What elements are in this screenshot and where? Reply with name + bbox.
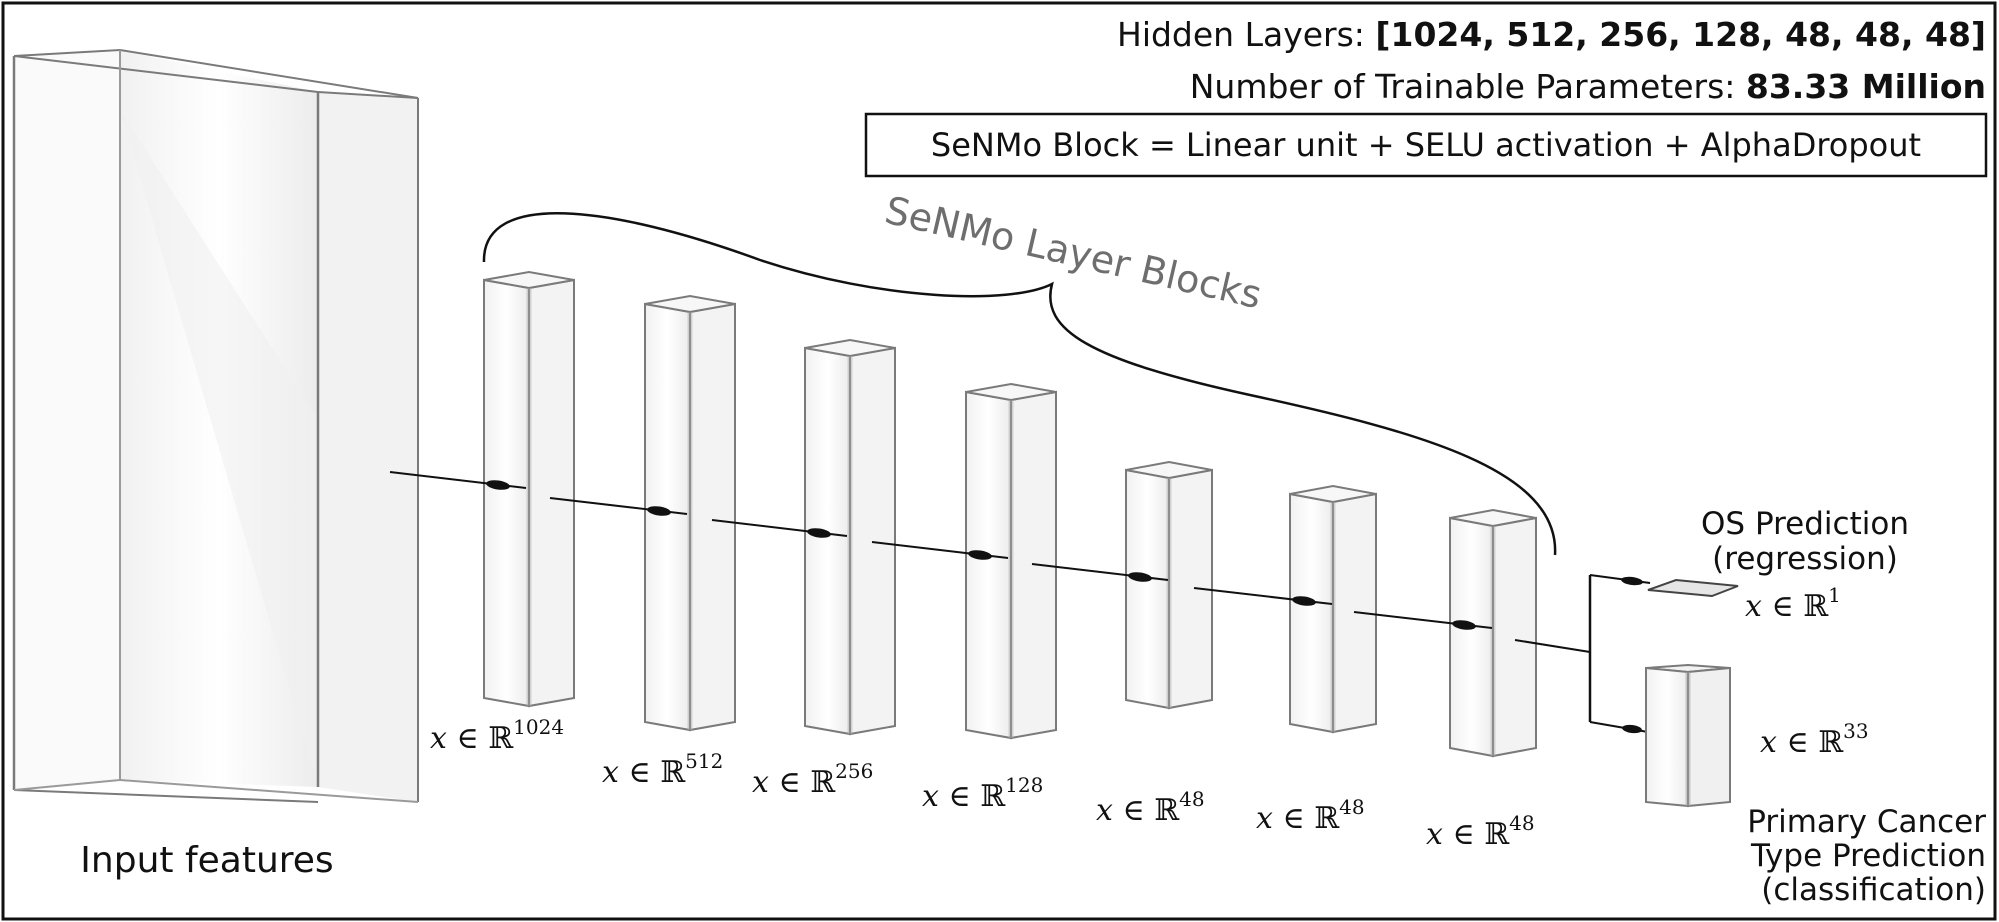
layer-blocks-title: SeNMo Layer Blocks: [881, 188, 1266, 317]
hidden-layers-line: Hidden Layers: [1024, 512, 256, 128, 48,…: [1117, 15, 1986, 54]
hidden-layer-block: [965, 382, 1057, 740]
hidden-layer-block: [1125, 460, 1213, 710]
layer-connector: [711, 519, 848, 538]
input-features-block: [12, 48, 419, 803]
os-title: OS Prediction: [1701, 506, 1909, 542]
params-line: Number of Trainable Parameters: 83.33 Mi…: [1190, 67, 1986, 106]
os-dimension: x ∈ ℝ1: [1745, 583, 1841, 624]
layer-dimension-label: x ∈ ℝ512: [602, 749, 723, 790]
params-value: 83.33 Million: [1746, 67, 1986, 106]
hidden-layer-block: [1289, 484, 1377, 734]
hidden-layer-block: [804, 338, 896, 736]
layer-connector: [1353, 611, 1493, 630]
cancer-dimension: x ∈ ℝ33: [1760, 719, 1869, 760]
layer-connector: [1031, 563, 1169, 582]
layer-dimension-labels: x ∈ ℝ1024 x ∈ ℝ512 x ∈ ℝ256 x ∈ ℝ128 x ∈ ℝ48…: [430, 715, 1535, 852]
params-label: Number of Trainable Parameters:: [1190, 67, 1746, 106]
cancer-title: Primary Cancer: [1747, 804, 1986, 840]
os-output-node: [1647, 578, 1739, 598]
layer-dimension-label: x ∈ ℝ1024: [430, 715, 564, 756]
layer-connector: [549, 497, 688, 516]
layer-dimension-label: x ∈ ℝ48: [1426, 811, 1535, 852]
block-definition-box: [864, 112, 1988, 178]
hidden-layers-value: [1024, 512, 256, 128, 48, 48, 48]: [1375, 15, 1986, 54]
block-definition-text: SeNMo Block = Linear unit + SELU activat…: [931, 126, 1921, 164]
hidden-layers: [389, 270, 1537, 758]
input-features-label: Input features: [80, 840, 333, 881]
cancer-kind: (classification): [1761, 872, 1986, 908]
hidden-layers-label: Hidden Layers:: [1117, 15, 1375, 54]
layer-dimension-label: x ∈ ℝ48: [1096, 787, 1205, 828]
layer-dimension-label: x ∈ ℝ48: [1256, 795, 1365, 836]
layer-blocks-brace: [482, 212, 1557, 556]
layer-dimension-label: x ∈ ℝ128: [922, 773, 1043, 814]
hidden-layer-block: [1449, 508, 1537, 758]
cancer-subtitle: Type Prediction: [1750, 838, 1986, 874]
layer-dimension-label: x ∈ ℝ256: [752, 759, 873, 800]
output-branch: [1514, 574, 1651, 734]
layer-connector: [1193, 587, 1333, 606]
layer-connector: [389, 471, 527, 490]
hidden-layer-block: [644, 294, 736, 732]
os-subtitle: (regression): [1712, 541, 1898, 577]
cancer-output-node: [1645, 663, 1731, 808]
layer-connector: [871, 541, 1009, 560]
hidden-layer-block: [483, 270, 575, 708]
